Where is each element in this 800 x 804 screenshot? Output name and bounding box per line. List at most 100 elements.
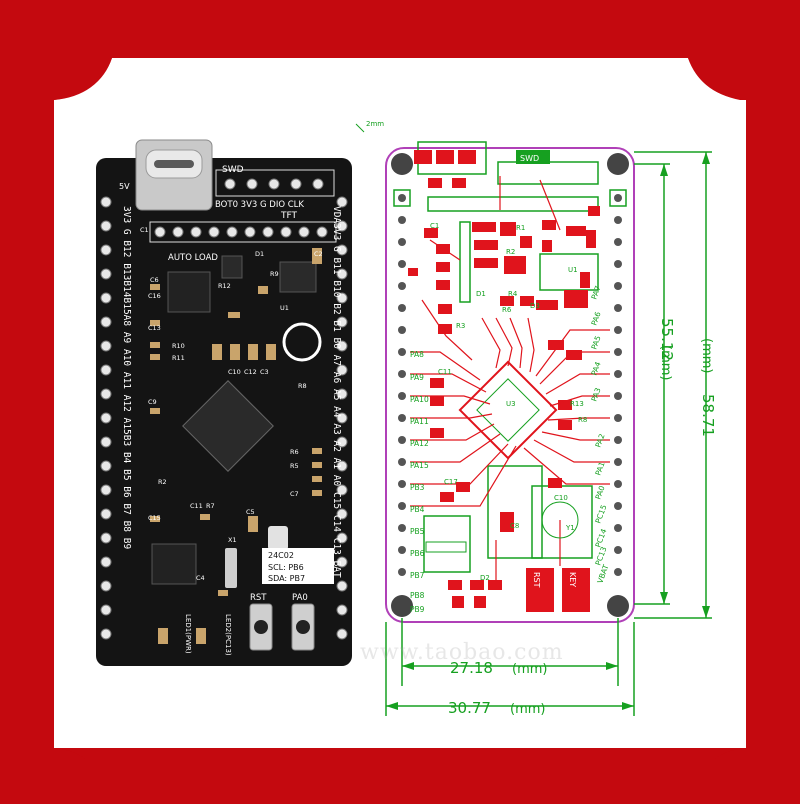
svg-text:C16: C16 <box>148 292 161 300</box>
svg-text:U1: U1 <box>568 266 578 274</box>
layout-rst-label: RST <box>532 572 541 588</box>
svg-text:C3: C3 <box>260 368 269 376</box>
rst-label: RST <box>250 593 267 603</box>
svg-text:U1: U1 <box>280 304 289 312</box>
svg-text:D1: D1 <box>476 290 486 298</box>
pcb-layout-drawing: PA8 PA9 PA10 PA11 PA12 PA15 PB3 PB4 PB5 … <box>355 120 635 623</box>
left-pin-names: 3V3 G B12 B13B14B15A8 A9 A10 A11 A12 A15… <box>121 206 132 549</box>
svg-text:D3: D3 <box>530 302 540 310</box>
svg-text:C13: C13 <box>148 324 161 332</box>
svg-text:R6: R6 <box>502 306 512 314</box>
auto-load-label: AUTO LOAD <box>168 253 218 263</box>
svg-text:R2: R2 <box>158 478 167 486</box>
svg-text:C8: C8 <box>510 522 519 530</box>
coin-cell-cap <box>268 526 288 550</box>
svg-text:D1: D1 <box>255 250 264 258</box>
eeprom-chip <box>151 543 197 585</box>
scl-label: SCL: PB6 <box>268 563 304 572</box>
svg-text:R11: R11 <box>172 354 185 362</box>
swd-header-holes <box>224 178 324 190</box>
svg-text:R13: R13 <box>570 400 584 408</box>
hole-note: 2mm <box>366 120 384 128</box>
eeprom-label: 24C02 <box>268 551 294 560</box>
svg-text:PB4: PB4 <box>410 505 425 514</box>
svg-text:PB9: PB9 <box>410 605 425 614</box>
watermark-text: www.taobao.com <box>360 640 564 665</box>
svg-text:R7: R7 <box>206 502 215 510</box>
svg-text:C7: C7 <box>290 490 299 498</box>
svg-text:C17: C17 <box>444 478 458 486</box>
svg-text:R12: R12 <box>218 282 231 290</box>
svg-text:C10: C10 <box>228 368 241 376</box>
svg-text:R10: R10 <box>172 342 185 350</box>
outer-height-unit: (mm) <box>699 338 714 373</box>
svg-text:C11: C11 <box>190 502 203 510</box>
svg-text:C9: C9 <box>148 398 157 406</box>
inner-height-unit: (mm) <box>658 345 673 380</box>
layout-key-button <box>562 568 590 612</box>
crystal <box>225 548 237 588</box>
svg-text:R6: R6 <box>290 448 299 456</box>
svg-text:R8: R8 <box>578 416 587 424</box>
svg-text:PB8: PB8 <box>410 591 425 600</box>
svg-text:C15: C15 <box>148 514 161 522</box>
layout-pin-pads <box>398 194 622 576</box>
ch340-chip <box>167 271 211 313</box>
svg-text:C1: C1 <box>140 226 149 234</box>
svg-text:PA8: PA8 <box>410 350 424 359</box>
regulator-chip <box>279 261 317 293</box>
svg-text:C11: C11 <box>438 368 452 376</box>
tft-label: TFT <box>280 211 298 221</box>
svg-text:PA11: PA11 <box>410 417 429 426</box>
inner-width-unit: (mm) <box>512 662 547 677</box>
led2-label: LED2(PC13) <box>224 614 232 656</box>
inner-width-value: 27.18 <box>450 659 493 677</box>
sda-label: SDA: PB7 <box>268 574 305 583</box>
layout-rst-button <box>526 568 554 612</box>
inner-height-value: 55.12 <box>658 318 676 361</box>
svg-text:PB6: PB6 <box>410 549 425 558</box>
svg-text:R9: R9 <box>270 270 279 278</box>
svg-text:C1: C1 <box>430 222 439 230</box>
svg-text:C12: C12 <box>244 368 257 376</box>
svg-text:X1: X1 <box>228 536 237 544</box>
board-logo <box>282 322 322 362</box>
five-volt-label: 5V <box>119 182 130 191</box>
svg-text:Y1: Y1 <box>565 524 575 532</box>
svg-text:PA9: PA9 <box>410 373 424 382</box>
right-pin-holes <box>336 196 348 640</box>
outer-height-value: 58.71 <box>699 394 717 437</box>
outer-width-unit: (mm) <box>510 702 545 717</box>
svg-text:C5: C5 <box>246 508 255 516</box>
svg-text:PB7: PB7 <box>410 571 425 580</box>
svg-text:PB3: PB3 <box>410 483 425 492</box>
svg-text:C2: C2 <box>314 250 323 258</box>
swd-pin-names: BOT0 3V3 G DIO CLK <box>215 200 304 210</box>
svg-text:PA12: PA12 <box>410 439 429 448</box>
outer-width-value: 30.77 <box>448 699 491 717</box>
svg-text:U3: U3 <box>506 400 516 408</box>
pa0-label: PA0 <box>292 593 308 603</box>
left-board-component-labels: C16 C13 R10 R11 C9 C15 C11 R7 R2 C5 R6 R… <box>140 226 323 582</box>
layout-ref-labels: C1 D1 R1 R2 R3 R4 R6 D3 U3 C11 C17 C10 C… <box>430 222 587 582</box>
led1-label: LED1(PWR) <box>184 614 192 654</box>
dimension-lines <box>385 151 712 716</box>
svg-text:PB5: PB5 <box>410 527 425 536</box>
svg-text:R2: R2 <box>506 248 515 256</box>
svg-text:PA10: PA10 <box>410 395 429 404</box>
svg-text:R1: R1 <box>516 224 525 232</box>
layout-swd-label: SWD <box>520 154 539 163</box>
layout-traces <box>410 176 610 580</box>
svg-text:R4: R4 <box>508 290 518 298</box>
svg-text:C10: C10 <box>554 494 568 502</box>
svg-text:D2: D2 <box>480 574 490 582</box>
svg-text:C6: C6 <box>150 276 159 284</box>
layout-red-pads <box>408 150 600 612</box>
black-pcb-board: 5V SWD BOT0 3V3 G DIO CLK TFT AUTO LOAD … <box>96 139 352 666</box>
svg-text:PA15: PA15 <box>410 461 429 470</box>
svg-text:R5: R5 <box>290 462 299 470</box>
swd-label: SWD <box>222 165 244 175</box>
tft-header-holes <box>154 226 328 238</box>
